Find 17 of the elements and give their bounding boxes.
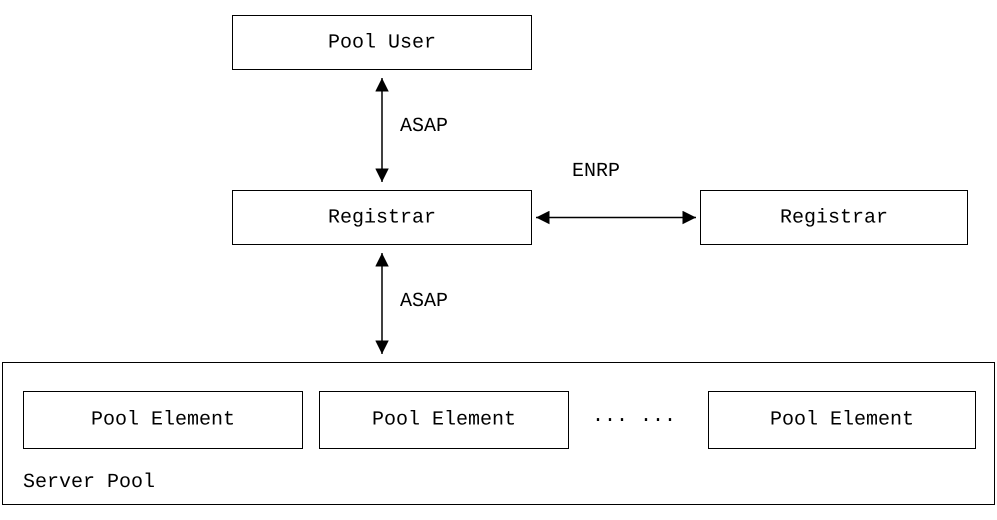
registrar-box	[700, 190, 968, 245]
element-box	[319, 391, 569, 449]
element-box	[23, 391, 303, 449]
node-label: Registrar	[326, 206, 438, 229]
user-box	[232, 15, 532, 70]
arrow	[375, 253, 389, 354]
node-label: Pool Element	[768, 408, 916, 432]
registrar-box	[232, 190, 532, 245]
group-title: Server Pool	[23, 471, 156, 494]
node-label: Registrar	[778, 206, 890, 229]
node-label: Pool Element	[90, 408, 236, 432]
node-label: Pool Element	[370, 408, 518, 432]
arrow	[375, 78, 389, 182]
element-box	[708, 391, 976, 449]
server-pool-box	[2, 362, 995, 505]
node-label: Pool User	[326, 31, 438, 54]
arrow	[536, 210, 696, 224]
